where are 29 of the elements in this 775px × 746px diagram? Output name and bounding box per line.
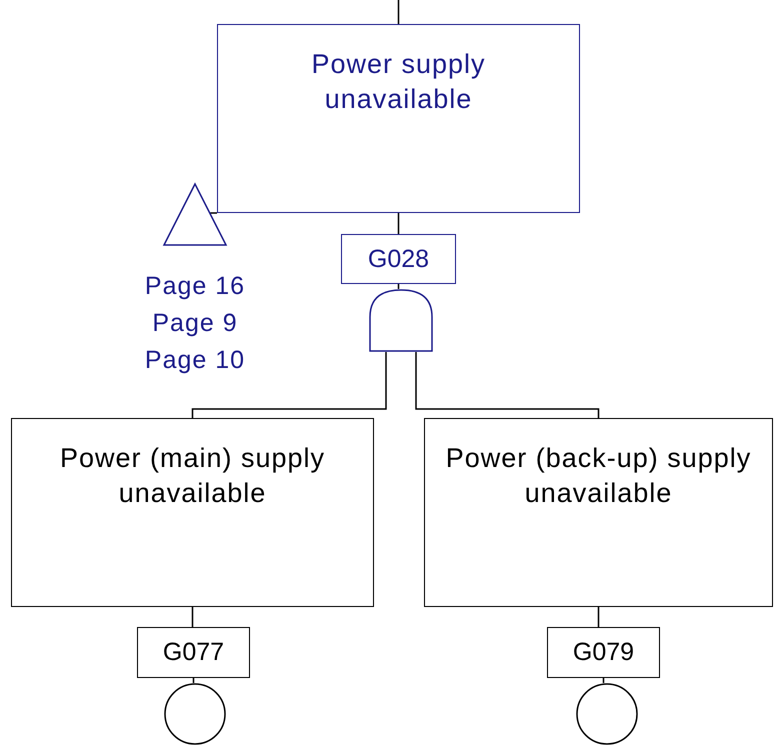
gate-label-box xyxy=(547,627,660,678)
basic-event-circle xyxy=(575,683,639,745)
connector-line xyxy=(192,352,387,418)
connector-line xyxy=(398,284,400,289)
connector-line xyxy=(598,607,600,627)
box-text: G079 xyxy=(572,638,634,667)
connector-line xyxy=(415,352,600,418)
connector-line xyxy=(192,607,194,627)
box-text: G028 xyxy=(368,244,430,274)
gate-label-box xyxy=(137,627,250,678)
page-reference: Page 10 xyxy=(144,346,246,375)
page-reference: Page 9 xyxy=(151,309,239,338)
box-text: Power (main) supply unavailable xyxy=(58,442,326,510)
event-box xyxy=(217,24,580,213)
box-text: G077 xyxy=(162,638,224,667)
and-gate xyxy=(369,289,433,352)
event-box xyxy=(424,418,773,607)
box-text: Power (back-up) supply unavailable xyxy=(445,442,752,510)
connector-line xyxy=(210,212,217,214)
box-text: Power supply unavailable xyxy=(310,48,487,116)
transfer-triangle xyxy=(163,183,227,246)
event-box xyxy=(11,418,374,607)
connector-line xyxy=(398,0,400,24)
gate-label-box xyxy=(341,234,456,284)
connector-line xyxy=(398,213,400,234)
page-reference: Page 16 xyxy=(144,272,246,301)
basic-event-circle xyxy=(163,683,227,745)
connector-line xyxy=(602,678,604,683)
connector-line xyxy=(192,678,194,683)
